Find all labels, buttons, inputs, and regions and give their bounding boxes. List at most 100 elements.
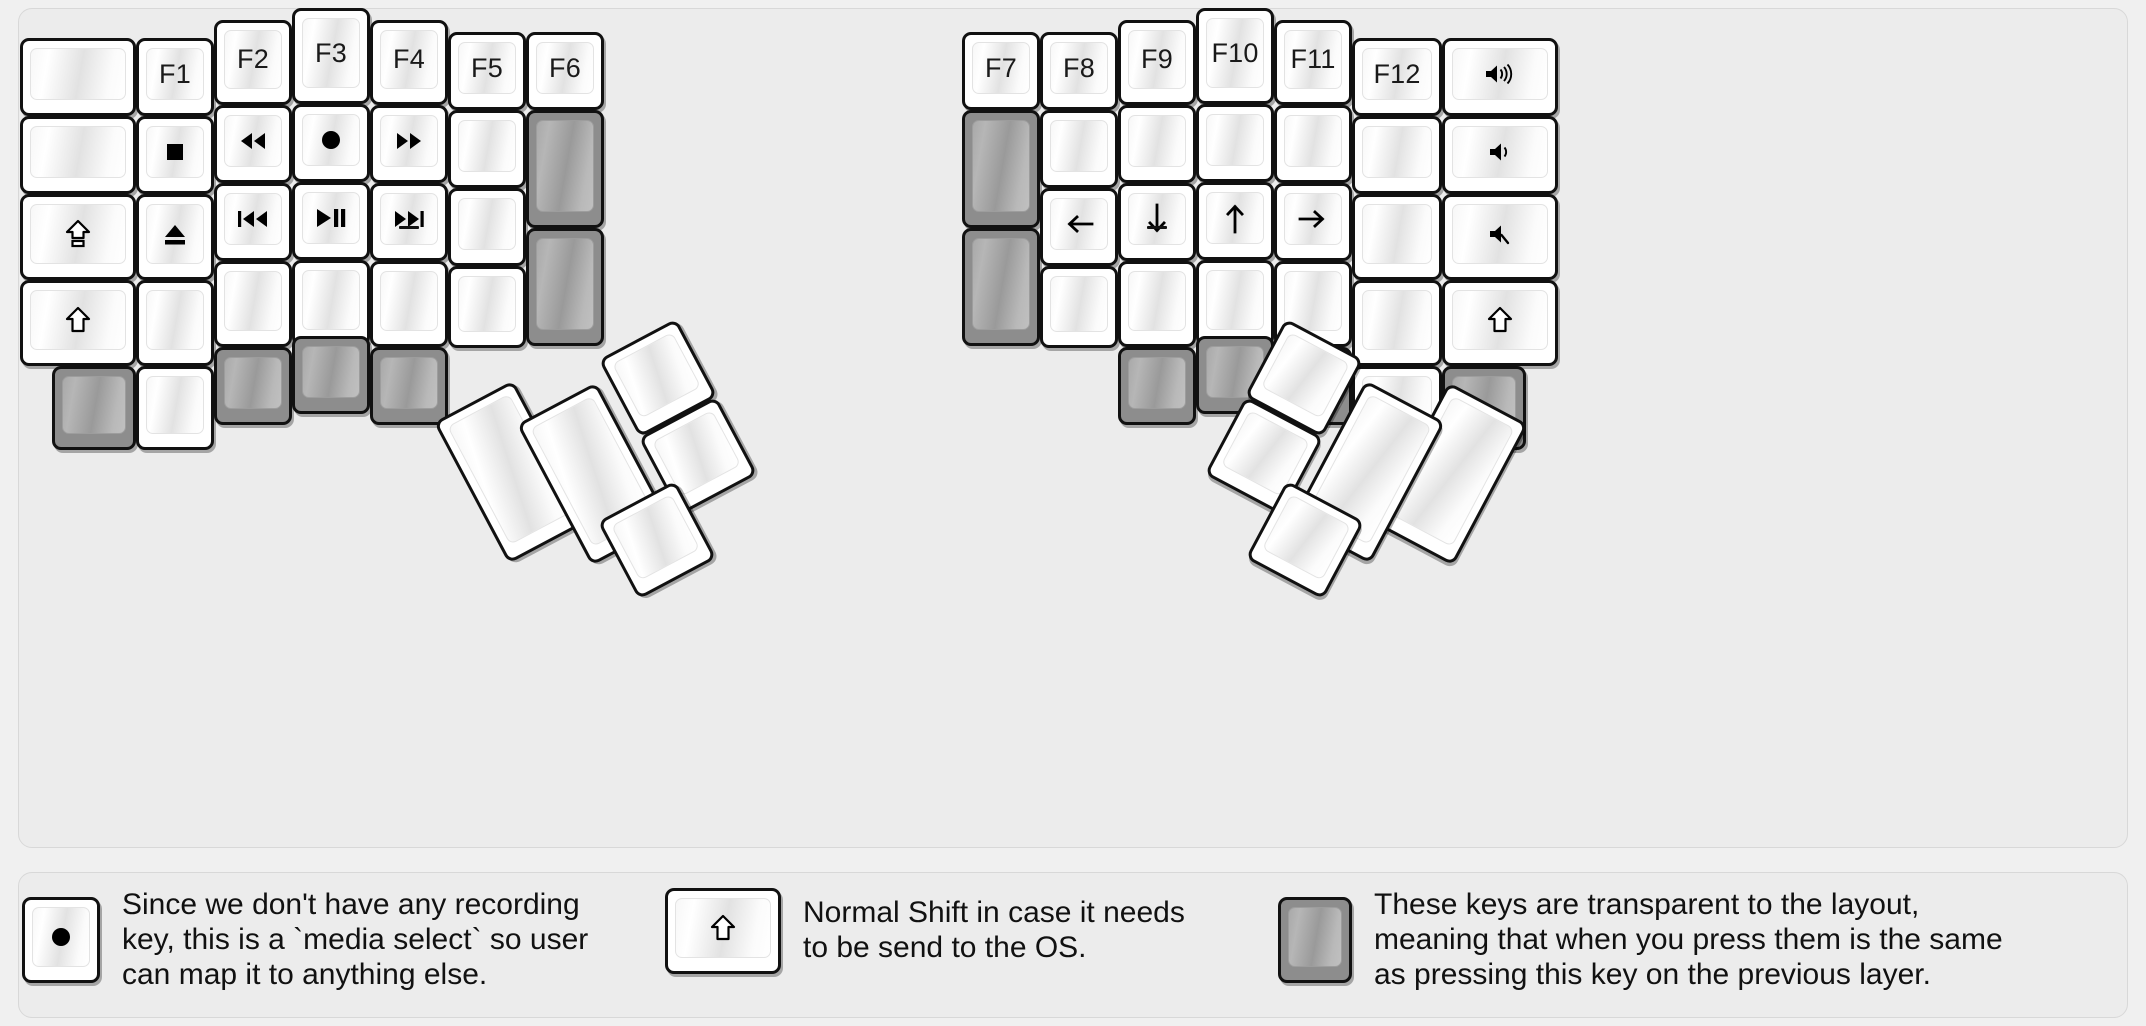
keycap-face (1050, 120, 1108, 172)
key-media-select-record[interactable] (292, 104, 370, 182)
keycap-face: F10 (1206, 18, 1264, 88)
key-f10[interactable]: F10 (1196, 8, 1274, 104)
keycap-face (146, 204, 204, 264)
key-trans-l-r5c1[interactable] (52, 366, 136, 450)
key-blank-l-r2c1[interactable] (20, 116, 136, 194)
keycap-face (224, 115, 282, 167)
key-arrow-up[interactable] (1196, 182, 1274, 260)
legend-text-record: Since we don't have any recording key, t… (122, 888, 589, 991)
key-blank-l-r2c6[interactable] (448, 110, 526, 188)
key-trans-l-inner-2[interactable] (526, 228, 604, 346)
key-volume-down[interactable] (1442, 116, 1558, 194)
key-blank-r-r4c6[interactable] (1352, 280, 1442, 366)
keycap-face: F1 (146, 48, 204, 100)
key-f2[interactable]: F2 (214, 20, 292, 105)
keycap-face (972, 120, 1030, 212)
key-media-next-track[interactable] (370, 183, 448, 261)
key-f6[interactable]: F6 (526, 32, 604, 110)
underline-marker (399, 226, 419, 229)
key-f5[interactable]: F5 (448, 32, 526, 110)
keycap-face (380, 115, 438, 167)
key-blank-l-r4c6[interactable] (448, 266, 526, 348)
key-trans-r-inner-1[interactable] (962, 110, 1040, 228)
keycap-face: F6 (536, 42, 594, 94)
legend-text-shift: Normal Shift in case it needs to be send… (803, 896, 1185, 964)
key-blank-r-r2c5[interactable] (1274, 105, 1352, 183)
key-media-play-pause[interactable] (292, 182, 370, 260)
key-f4[interactable]: F4 (370, 20, 448, 105)
key-label: F2 (237, 44, 269, 74)
underline-marker (1147, 226, 1167, 229)
keycap-face (536, 120, 594, 212)
key-f3[interactable]: F3 (292, 8, 370, 104)
keycap-face (536, 238, 594, 330)
key-label: F3 (315, 37, 347, 68)
key-f8[interactable]: F8 (1040, 32, 1118, 110)
keycap-face (612, 332, 702, 419)
key-volume-mute[interactable] (1442, 194, 1558, 280)
key-media-prev-track[interactable] (214, 183, 292, 261)
key-f1[interactable]: F1 (136, 38, 214, 116)
key-trans-l-r5c5[interactable] (370, 347, 448, 425)
key-blank-l-r1c1[interactable] (20, 38, 136, 116)
key-trans-r-inner-2[interactable] (962, 228, 1040, 346)
key-f9[interactable]: F9 (1118, 20, 1196, 105)
keycap-face (224, 271, 282, 331)
key-blank-r-r2c4[interactable] (1196, 104, 1274, 182)
key-blank-r-r2c3[interactable] (1118, 105, 1196, 183)
fast-forward-icon (392, 131, 426, 151)
next-track-icon (391, 209, 427, 229)
key-blank-r-r4c4[interactable] (1196, 260, 1274, 346)
caps-lock-icon (65, 219, 91, 249)
key-blank-l-r4c5[interactable] (370, 261, 448, 347)
rewind-icon (236, 131, 270, 151)
key-trans-l-inner-1[interactable] (526, 110, 604, 228)
keycap-face (1128, 271, 1186, 331)
keycap-face (1362, 204, 1432, 264)
key-media-fast-forward[interactable] (370, 105, 448, 183)
key-blank-l-r5c2[interactable] (136, 366, 214, 450)
key-blank-l-r4c2[interactable] (136, 280, 214, 366)
keycap-face (380, 193, 438, 245)
key-arrow-left[interactable] (1040, 188, 1118, 266)
key-blank-r-r4c3[interactable] (1118, 261, 1196, 347)
key-blank-r-r4c2[interactable] (1040, 266, 1118, 348)
key-shift-r[interactable] (1442, 280, 1558, 366)
key-media-eject[interactable] (136, 194, 214, 280)
key-f12[interactable]: F12 (1352, 38, 1442, 116)
keycap-face (380, 271, 438, 331)
key-blank-l-r3c6[interactable] (448, 188, 526, 266)
key-blank-r-r2c2[interactable] (1040, 110, 1118, 188)
key-arrow-down[interactable] (1118, 183, 1196, 261)
keycap-face (302, 192, 360, 244)
key-f7[interactable]: F7 (962, 32, 1040, 110)
keycap-face (30, 48, 126, 100)
key-media-stop[interactable] (136, 116, 214, 194)
key-blank-r-r2c6[interactable] (1352, 116, 1442, 194)
key-blank-r-r3c6[interactable] (1352, 194, 1442, 280)
key-blank-l-r4c4[interactable] (292, 260, 370, 346)
legend-key-transparent (1278, 897, 1352, 984)
keycap-face (1206, 114, 1264, 166)
keycap-face (1362, 290, 1432, 350)
key-trans-l-r5c3[interactable] (214, 347, 292, 425)
key-trans-r-r5c3[interactable] (1118, 347, 1196, 425)
keycap-face (1452, 204, 1548, 264)
keycap-face (611, 494, 701, 581)
key-volume-up[interactable] (1442, 38, 1558, 116)
legend-panel (18, 872, 2128, 1018)
key-trans-l-r5c4[interactable] (292, 336, 370, 414)
keycap-face (1284, 271, 1342, 331)
keycap-face (458, 120, 516, 172)
keycap-face (1206, 192, 1264, 244)
key-blank-l-r4c3[interactable] (214, 261, 292, 347)
keycap-face (1050, 198, 1108, 250)
key-shift-l[interactable] (20, 280, 136, 366)
keycap-face: F2 (224, 30, 282, 89)
record-dot-icon (49, 925, 73, 949)
key-media-rewind[interactable] (214, 105, 292, 183)
key-capslock-l[interactable] (20, 194, 136, 280)
key-f11[interactable]: F11 (1274, 20, 1352, 105)
key-arrow-right[interactable] (1274, 183, 1352, 261)
keycap-face (1128, 115, 1186, 167)
